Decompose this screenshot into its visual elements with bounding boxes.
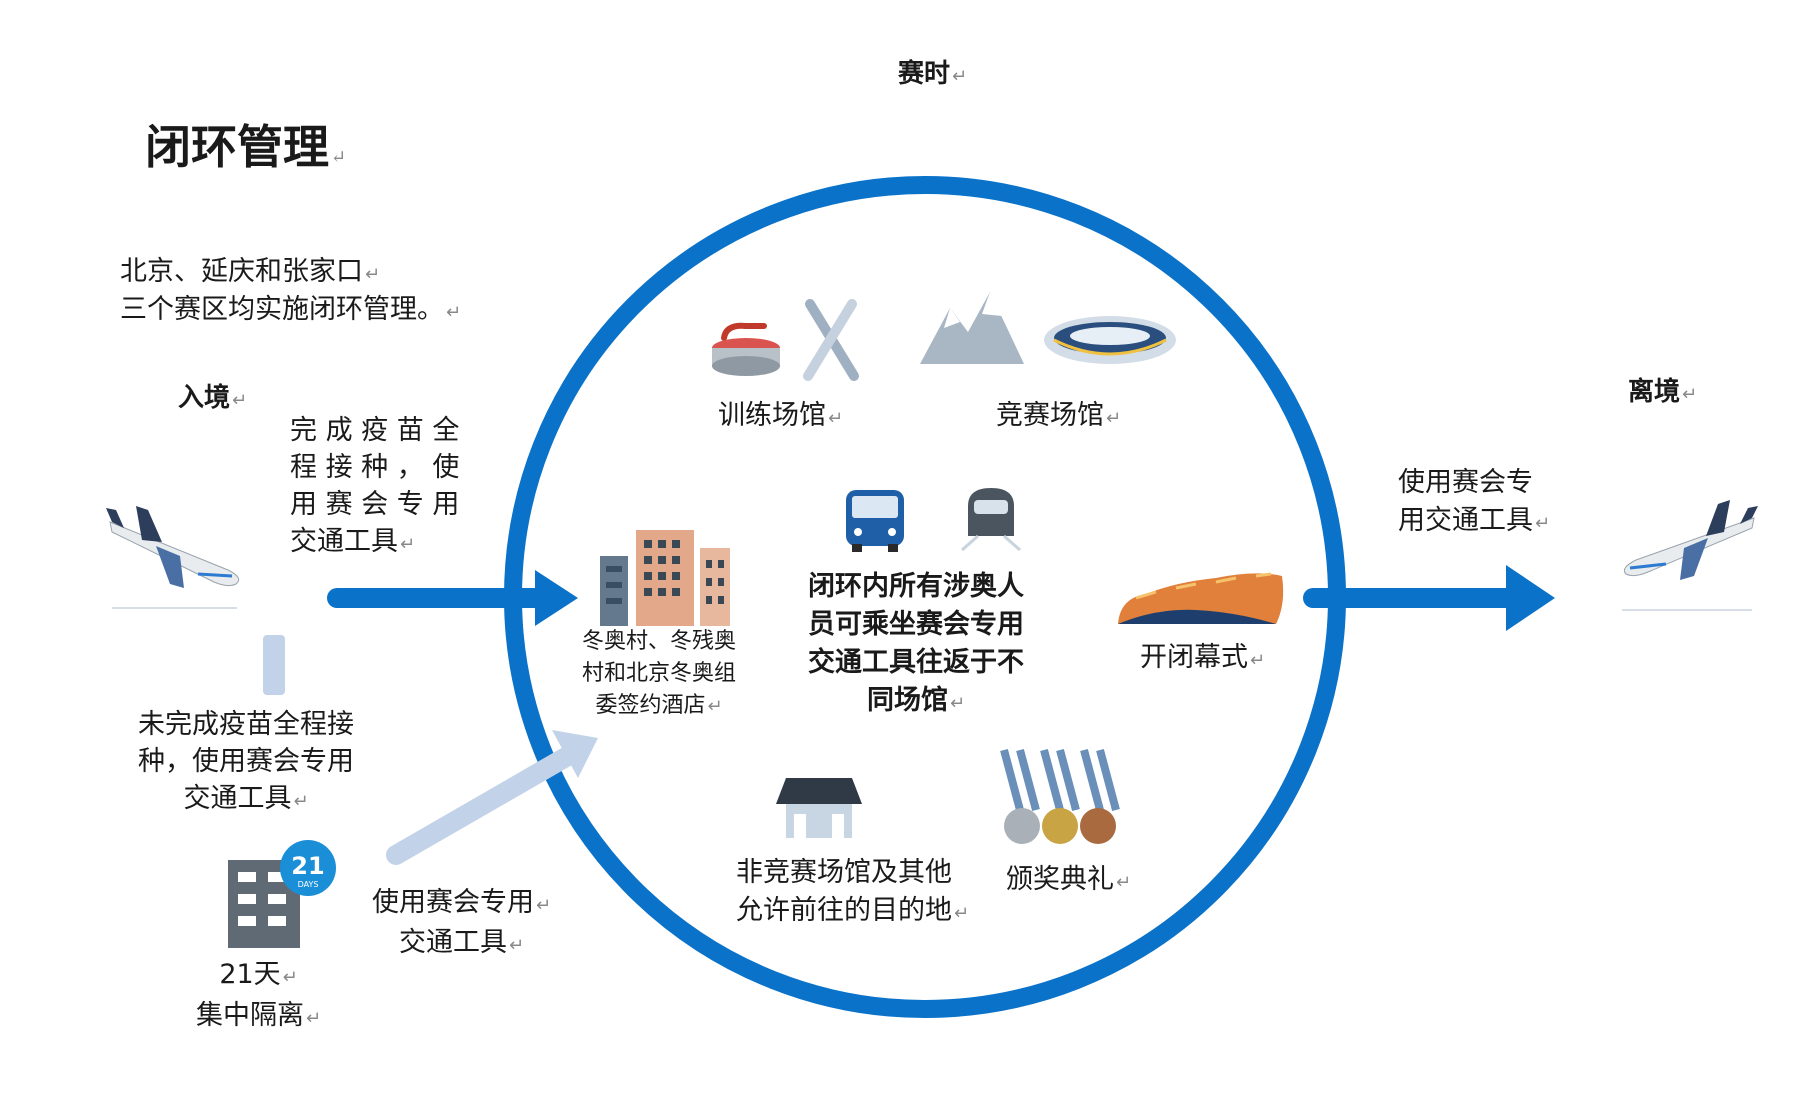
quarantine-text: 21天↵ 集中隔离↵ [196,959,322,1031]
after-quarantine-transport-text: 使用赛会专用↵ 交通工具↵ [372,887,552,958]
intro-line-1: 北京、延庆和张家口↵ [120,256,381,287]
competition-venue-label: 竞赛场馆↵ [996,400,1122,431]
bus-icon [846,490,904,552]
noncompetition-label: 非竞赛场馆及其他 允许前往的目的地↵ [736,857,970,926]
unvaccinated-entry-text: 未完成疫苗全程接 种，使用赛会专用 交通工具↵ [138,709,354,814]
quarantine-badge-sub: DAYS [298,880,319,889]
village-hotel-label: 冬奥村、冬残奥 村和北京冬奥组 委签约酒店↵ [582,629,737,718]
hotel-buildings-icon [600,530,730,626]
plane-icon [1622,500,1758,611]
intro-line-2: 三个赛区均实施闭环管理。↵ [120,294,462,325]
page-title: 闭环管理↵ [145,120,347,174]
exit-transport-text: 使用赛会专 用交通工具↵ [1398,467,1551,536]
exit-label: 离境↵ [1628,377,1698,407]
training-venue-label: 训练场馆↵ [718,400,844,431]
medal-ceremony-label: 颁奖典礼↵ [1006,864,1132,895]
curling-stone-icon [712,322,780,376]
entry-arrow [327,570,578,626]
medals-icon [1000,748,1120,844]
stadium-icon [1044,316,1176,364]
plane-icon [106,506,240,609]
quarantine-badge-number: 21 [291,852,324,880]
mountain-icon [920,292,1024,364]
ceremony-torch-icon [1118,572,1284,624]
vertical-connector [263,635,285,695]
phase-label: 赛时↵ [898,59,968,89]
quarantine-to-loop-arrow [386,730,598,865]
skis-icon [803,299,859,381]
vaccinated-entry-text: 完 成 疫 苗 全 程 接 种 ， 使 用 赛 会 专 用 交通工具↵ [290,415,460,557]
exit-arrow [1303,565,1555,631]
ceremony-label: 开闭幕式↵ [1140,642,1266,673]
train-icon [961,488,1021,552]
loop-transport-note: 闭环内所有涉奥人 员可乘坐赛会专用 交通工具往返于不 同场馆↵ [808,571,1024,716]
entry-label: 入境↵ [178,383,248,413]
building-quarantine-icon: 21 DAYS [228,840,336,948]
pavilion-icon [776,778,862,838]
